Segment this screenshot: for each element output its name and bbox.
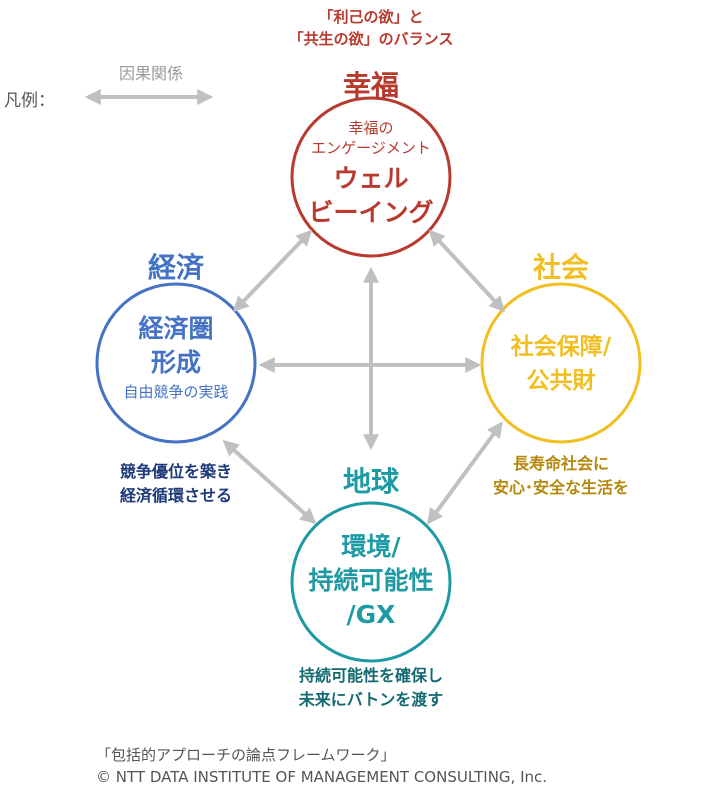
economy-desc1: 競争優位を築き bbox=[119, 462, 232, 481]
happiness-title: 幸福 bbox=[342, 69, 399, 102]
earth-description: 持続可能性を確保し 未来にバトンを渡す bbox=[266, 664, 476, 712]
arrow-happiness-society bbox=[428, 229, 506, 313]
society-circle-text: 社会保障/ 公共財 bbox=[476, 330, 646, 398]
earth-desc1: 持続可能性を確保し bbox=[298, 666, 443, 685]
society-circle bbox=[480, 282, 642, 444]
economy-main1: 経済圏 bbox=[138, 314, 214, 343]
society-title: 社会 bbox=[532, 251, 589, 284]
society-main1: 社会保障/ bbox=[510, 334, 612, 360]
happiness-sub1: 幸福の bbox=[348, 119, 394, 137]
society-description: 長寿命社会に 安心･安全な生活を bbox=[471, 452, 651, 500]
happiness-circle bbox=[290, 96, 452, 258]
economy-title: 経済 bbox=[147, 251, 204, 284]
economy-sub: 自由競争の実践 bbox=[123, 383, 229, 401]
society-main2: 公共財 bbox=[526, 368, 596, 394]
arrow-society-earth bbox=[427, 421, 503, 525]
economy-main2: 形成 bbox=[150, 348, 201, 377]
top-tagline-line1: 「利己の欲」と bbox=[318, 8, 424, 26]
earth-main1: 環境/ bbox=[341, 532, 401, 561]
footer-copyright: © NTT DATA INSTITUTE OF MANAGEMENT CONSU… bbox=[96, 768, 548, 786]
legend-label: 凡例： bbox=[4, 91, 55, 111]
economy-desc2: 経済循環させる bbox=[119, 486, 232, 505]
earth-circle-text: 環境/ 持続可能性 /GX bbox=[291, 530, 451, 632]
happiness-main2: ビーイング bbox=[308, 198, 434, 227]
economy-description: 競争優位を築き 経済循環させる bbox=[76, 460, 276, 508]
arrow-economy-earth bbox=[222, 439, 317, 525]
top-tagline: 「利己の欲」と 「共生の欲」のバランス bbox=[221, 6, 521, 50]
happiness-circle-text: 幸福の エンゲージメント ウェル ビーイング bbox=[291, 118, 451, 230]
earth-main3: /GX bbox=[346, 600, 396, 629]
earth-circle bbox=[290, 501, 452, 663]
society-desc1: 長寿命社会に bbox=[512, 454, 609, 473]
earth-title: 地球 bbox=[342, 465, 399, 498]
earth-main2: 持続可能性 bbox=[308, 566, 434, 595]
happiness-sub2: エンゲージメント bbox=[311, 139, 431, 157]
top-tagline-line2: 「共生の欲」のバランス bbox=[288, 30, 454, 48]
happiness-main1: ウェル bbox=[333, 164, 409, 193]
economy-circle bbox=[95, 282, 257, 444]
footer: 「包括的アプローチの論点フレームワーク」 © NTT DATA INSTITUT… bbox=[96, 744, 547, 788]
footer-framework-title: 「包括的アプローチの論点フレームワーク」 bbox=[96, 746, 396, 764]
legend-cause-label: 因果関係 bbox=[118, 64, 183, 83]
economy-circle-text: 経済圏 形成 自由競争の実践 bbox=[96, 312, 256, 404]
society-desc2: 安心･安全な生活を bbox=[492, 478, 629, 497]
arrow-economy-happiness bbox=[232, 229, 313, 313]
earth-desc2: 未来にバトンを渡す bbox=[298, 690, 444, 709]
